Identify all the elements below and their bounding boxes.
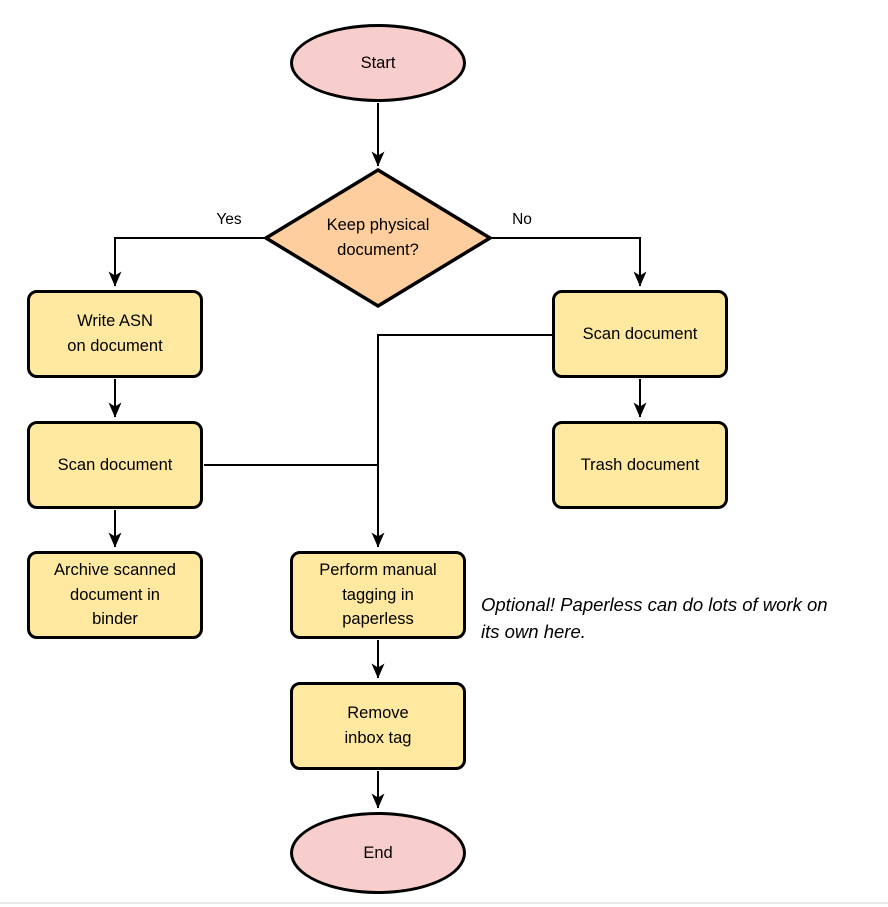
edge-scan-right-to-tagging bbox=[371, 334, 552, 548]
node-end: End bbox=[290, 812, 466, 894]
node-manual-tagging-label: Perform manual tagging in paperless bbox=[319, 560, 437, 629]
annotation-line-2: its own here. bbox=[481, 621, 586, 642]
node-trash-document: Trash document bbox=[552, 421, 728, 509]
node-manual-tagging: Perform manual tagging in paperless bbox=[290, 551, 466, 639]
edge-label-yes: Yes bbox=[216, 211, 242, 228]
edge-decision-to-scan-right bbox=[492, 237, 647, 287]
edge-decision-to-write-asn bbox=[108, 237, 264, 287]
node-remove-inbox-tag-label: Remove inbox tag bbox=[344, 704, 412, 747]
node-end-label: End bbox=[363, 843, 393, 862]
node-write-asn: Write ASN on document bbox=[27, 290, 203, 378]
node-scan-document-right: Scan document bbox=[552, 290, 728, 378]
node-archive-document-label: Archive scanned document in binder bbox=[54, 560, 176, 629]
node-trash-document-label: Trash document bbox=[580, 455, 700, 474]
node-scan-document-left-label: Scan document bbox=[57, 455, 173, 474]
node-remove-inbox-tag: Remove inbox tag bbox=[290, 682, 466, 770]
bottom-divider bbox=[0, 902, 888, 904]
edge-label-no: No bbox=[512, 211, 532, 228]
decision-diamond-shape bbox=[262, 167, 494, 309]
node-start-label: Start bbox=[360, 53, 396, 72]
annotation-line-1: Optional! Paperless can do lots of work … bbox=[481, 594, 828, 615]
node-scan-document-right-label: Scan document bbox=[582, 324, 698, 343]
node-write-asn-label: Write ASN on document bbox=[67, 312, 163, 355]
node-start: Start bbox=[290, 24, 466, 102]
node-scan-document-left: Scan document bbox=[27, 421, 203, 509]
node-archive-document: Archive scanned document in binder bbox=[27, 551, 203, 639]
annotation-note: Optional! Paperless can do lots of work … bbox=[481, 591, 888, 645]
